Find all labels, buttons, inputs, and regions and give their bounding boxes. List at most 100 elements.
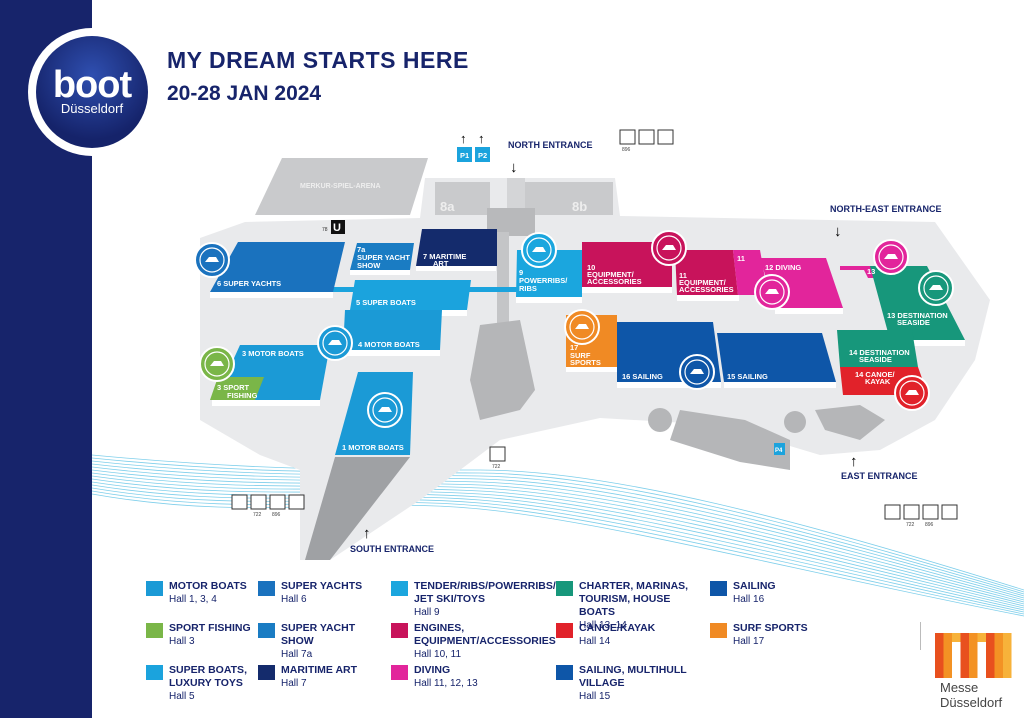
messe-line2: Düsseldorf — [940, 695, 1003, 710]
merkur-spiel-arena[interactable] — [255, 158, 428, 215]
svg-text:10: 10 — [587, 263, 595, 272]
svg-text:1 MOTOR BOATS: 1 MOTOR BOATS — [342, 443, 404, 452]
svg-text:6 SUPER YACHTS: 6 SUPER YACHTS — [217, 279, 281, 288]
legend-halls: Hall 9 — [414, 607, 440, 618]
legend-title: MARITIME ART — [281, 664, 358, 676]
svg-text:4 MOTOR BOATS: 4 MOTOR BOATS — [358, 340, 420, 349]
legend-swatch — [556, 665, 573, 680]
rotunda — [648, 408, 672, 432]
sailboat-icon — [679, 354, 715, 390]
propeller-icon — [651, 230, 687, 266]
legend-item: TENDER/RIBS/POWERRIBS/ JET SKI/TOYS Hall … — [391, 580, 556, 619]
svg-text:U: U — [333, 222, 341, 234]
arrow-up-icon: ↑ — [478, 131, 485, 146]
legend-swatch — [258, 665, 275, 680]
sun-icon — [918, 270, 954, 306]
wave-line — [91, 463, 1024, 597]
transport-sign-icon — [922, 504, 939, 520]
hall-1[interactable]: 1 MOTOR BOATS — [305, 372, 413, 560]
svg-text:EQUIPMENT/: EQUIPMENT/ — [587, 270, 635, 279]
east-entrance-building — [815, 405, 885, 440]
surfer-icon — [564, 309, 600, 345]
svg-text:P4: P4 — [775, 448, 783, 454]
p1-label: P1 — [460, 151, 469, 160]
svg-text:15 SAILING: 15 SAILING — [727, 372, 768, 381]
hall-8b-label: 8b — [572, 199, 587, 214]
legend-title: CHARTER, MARINAS, TOURISM, HOUSE BOATS — [579, 580, 689, 618]
hall-6[interactable]: 6 SUPER YACHTS — [210, 242, 345, 298]
legend-swatch — [710, 581, 727, 596]
legend-halls: Hall 6 — [281, 594, 307, 605]
svg-text:12 DIVING: 12 DIVING — [765, 263, 801, 272]
arena-label: MERKUR-SPIEL-ARENA — [300, 183, 381, 190]
parking-p4-sign — [774, 443, 785, 455]
rotunda — [784, 411, 806, 433]
bus-line-label: 722 — [492, 464, 501, 470]
svg-text:11: 11 — [737, 254, 745, 263]
bus-line-label: 896 — [622, 147, 631, 153]
parking-p1-sign[interactable] — [457, 147, 472, 162]
motorboat-icon — [317, 325, 353, 361]
transport-sign-icon — [231, 494, 248, 510]
east-entrance-label: EAST ENTRANCE — [841, 471, 918, 481]
legend-halls: Hall 10, 11 — [414, 649, 462, 660]
hall-8a[interactable] — [435, 182, 490, 215]
tower-building — [470, 320, 535, 420]
bus-line-label: 722 — [253, 512, 262, 518]
wave-line — [91, 469, 1024, 601]
boot-logo: boot Düsseldorf — [28, 28, 156, 156]
hall-15[interactable]: 15 SAILING — [717, 333, 836, 388]
transport-sign-icon — [250, 494, 267, 510]
transport-sign-icon — [269, 494, 286, 510]
legend-halls: Hall 16 — [733, 594, 765, 605]
wave-decoration — [91, 454, 1024, 617]
diver-icon — [873, 239, 909, 275]
hall-8b[interactable] — [525, 182, 613, 215]
hall-4[interactable]: 4 MOTOR BOATS — [343, 310, 442, 356]
transport-sign-icon — [884, 504, 901, 520]
legend-title: MOTOR BOATS — [169, 580, 247, 592]
transport-sign-icon — [638, 129, 655, 145]
svg-text:11: 11 — [679, 271, 687, 280]
parking-p2-sign[interactable] — [475, 147, 490, 162]
legend-swatch — [391, 665, 408, 680]
legend-swatch — [710, 623, 727, 638]
messe-logo-mark — [935, 633, 1012, 678]
transport-sign-icon — [288, 494, 305, 510]
powerboat-icon — [521, 232, 557, 268]
legend-halls: Hall 7a — [281, 649, 313, 660]
legend-halls: Hall 13, 14 — [579, 620, 627, 631]
legend-swatch — [258, 581, 275, 596]
legend-title: SURF SPORTS — [733, 622, 808, 634]
svg-text:SEASIDE: SEASIDE — [859, 355, 892, 364]
fish-icon — [199, 346, 235, 382]
svg-text:14 CANOE/: 14 CANOE/ — [855, 370, 896, 379]
svg-text:17: 17 — [570, 343, 578, 352]
svg-text:14 DESTINATION: 14 DESTINATION — [849, 348, 910, 357]
tram-stop-icon — [331, 220, 345, 234]
motorboat-icon — [367, 392, 403, 428]
bus-line-label: 722 — [906, 522, 915, 528]
bus-line-label: 896 — [925, 522, 934, 528]
svg-text:13: 13 — [867, 267, 875, 276]
svg-text:SPORTS: SPORTS — [570, 358, 601, 367]
messe-line1: Messe — [940, 680, 979, 695]
bus-line-label: 896 — [272, 512, 281, 518]
wave-line — [91, 472, 1024, 603]
wave-line — [91, 466, 1024, 599]
legend-title: TENDER/RIBS/POWERRIBS/ JET SKI/TOYS — [414, 580, 556, 605]
wave-line — [91, 454, 1024, 591]
